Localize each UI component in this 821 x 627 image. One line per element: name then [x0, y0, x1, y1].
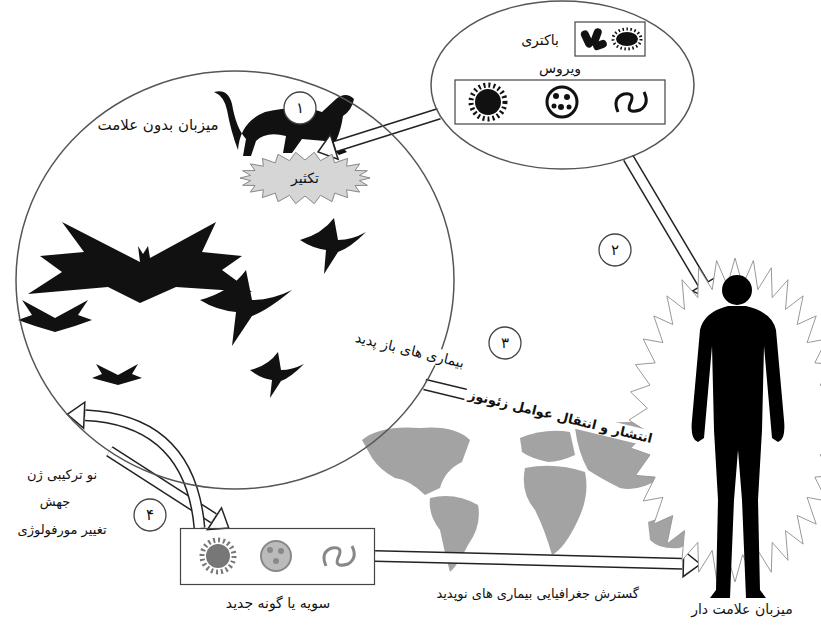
arrow-head — [67, 402, 85, 428]
process-label: جهش — [40, 494, 71, 510]
map-africa — [524, 466, 587, 555]
arrow-outline — [85, 415, 199, 528]
pathogen-ellipse: باکتری ویروس — [430, 0, 695, 170]
callout-circle — [284, 92, 316, 124]
arrow-head — [676, 433, 696, 458]
node-text: ویروس — [539, 60, 581, 77]
block-arrow — [375, 551, 700, 577]
ellipse-border — [431, 1, 694, 169]
callout-number: ۴ — [146, 506, 154, 524]
block-arrow — [67, 402, 199, 528]
ellipse-outline — [15, 70, 455, 490]
human-head — [722, 275, 752, 305]
bacteria-cilia — [613, 29, 641, 49]
node-text: تکثیر — [291, 170, 319, 187]
virus-dots — [552, 93, 572, 110]
virus-icon — [475, 89, 501, 115]
symptomatic-host: میزبان علامت دار — [650, 255, 818, 623]
callout-number: ۳ — [501, 334, 509, 352]
callout-number: ۲ — [611, 241, 619, 259]
block-arrow — [109, 451, 228, 530]
process-label: تغییر مورفولوژی — [17, 522, 106, 538]
bat-silhouette — [18, 300, 92, 332]
virus-icon — [547, 87, 577, 117]
arrow-head — [683, 551, 700, 577]
arrow-body — [85, 415, 199, 528]
callout-number: ۱ — [296, 99, 304, 117]
node-text: باکتری — [521, 32, 559, 49]
process-label: نو ترکیبی ژن — [27, 467, 97, 483]
virus-spikes — [471, 85, 505, 119]
block-arrow — [318, 114, 439, 160]
virus-icon — [261, 541, 291, 571]
arrow-body — [335, 114, 439, 147]
block-arrow — [628, 158, 714, 299]
arrow-outline — [375, 556, 682, 564]
callout-circle — [489, 327, 521, 359]
arrow-head — [692, 278, 714, 299]
callout-circle — [134, 499, 166, 531]
arrow-head — [318, 134, 338, 159]
bird-silhouette — [250, 352, 304, 398]
node-text: سویه یا گونه جدید — [226, 595, 330, 612]
node-text: میزبان بدون علامت — [97, 116, 218, 134]
virus-icon — [206, 544, 230, 568]
arrow-body — [628, 158, 703, 284]
virus-filament — [616, 92, 646, 112]
ellipse-outline — [430, 0, 695, 170]
ellipse-border — [16, 71, 454, 489]
bird-silhouette — [300, 218, 366, 274]
arrow-outline — [628, 158, 703, 284]
arrow-body — [375, 556, 682, 564]
block-arrow — [425, 385, 696, 459]
box-border — [181, 529, 375, 585]
human-silhouette — [692, 306, 785, 598]
arrow-head — [207, 508, 228, 530]
virus-spikes — [202, 540, 234, 572]
burst-shape — [240, 152, 370, 203]
map-north-america — [362, 428, 470, 496]
arrow-outline — [335, 114, 439, 147]
edge-label: گسترش جغرافیایی بیماری های نوپدید — [433, 586, 642, 602]
process-label: بیماری های باز پدید — [354, 329, 466, 371]
symptom-starburst — [629, 258, 821, 582]
bat-silhouette — [92, 364, 142, 385]
virus-dots — [267, 547, 284, 564]
bat-silhouette — [28, 222, 252, 303]
node-text: میزبان علامت دار — [691, 601, 793, 618]
virus-box — [455, 80, 665, 124]
bird-silhouette — [200, 270, 292, 346]
host-circle: میزبان بدون علامت تکثیر — [15, 70, 455, 490]
edge-label: انتشار و انتقال عوامل زئونوز — [464, 387, 657, 448]
replication-burst: تکثیر — [240, 152, 370, 204]
callout-circle — [599, 234, 631, 266]
bacteria-box — [575, 22, 645, 56]
map-europe — [520, 431, 575, 462]
new-strain-box: سویه یا گونه جدید — [180, 528, 375, 618]
virus-filament — [324, 546, 354, 566]
map-australia — [648, 516, 693, 548]
